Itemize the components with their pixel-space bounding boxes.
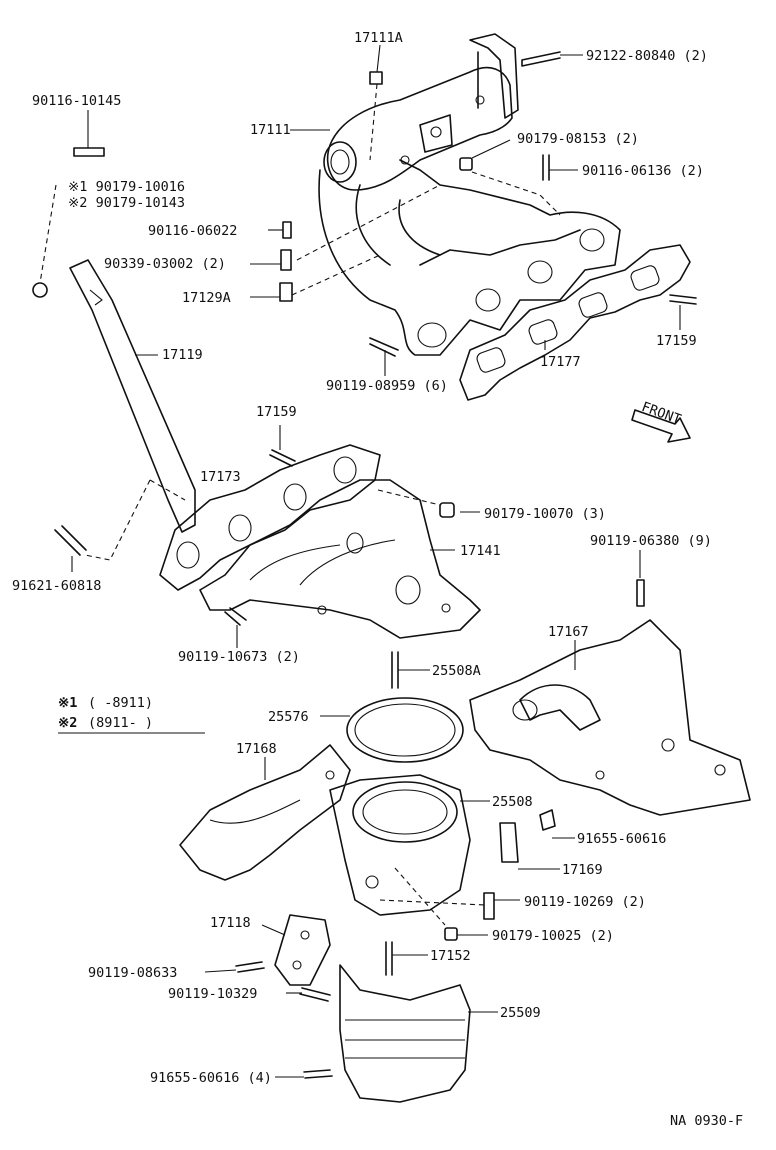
label-17169: 17169 (562, 862, 603, 878)
note-1-range: ( -8911) (88, 695, 153, 711)
label-17111a: 17111A (354, 30, 403, 46)
label-17167: 17167 (548, 624, 589, 640)
label-91655-60616: 91655-60616 (577, 831, 666, 847)
converter-25508 (329, 774, 556, 976)
label-25509: 25509 (500, 1005, 541, 1021)
heat-insulator-upper (323, 33, 519, 191)
heat-insulator-17168 (179, 744, 351, 881)
label-90119-10329: 90119-10329 (168, 986, 257, 1002)
label-90179-10025: 90179-10025 (2) (492, 928, 614, 944)
bracket-17118 (235, 914, 331, 1002)
label-17177: 17177 (540, 354, 581, 370)
label-91621-60818: 91621-60818 (12, 578, 101, 594)
label-90119-10269: 90119-10269 (2) (524, 894, 646, 910)
label-90119-08959: 90119-08959 (6) (326, 378, 448, 394)
manifold-upper (318, 159, 621, 356)
callout-labels: 17111A 92122-80840 (2) 90116-10145 17111… (12, 30, 743, 1129)
label-17141: 17141 (460, 543, 501, 559)
label-17119: 17119 (162, 347, 203, 363)
label-91655-60616-4: 91655-60616 (4) (150, 1070, 272, 1086)
label-90179-10070: 90179-10070 (3) (484, 506, 606, 522)
heat-insulator-17167 (469, 579, 751, 816)
label-90119-06380: 90119-06380 (9) (590, 533, 712, 549)
label-90116-06136: 90116-06136 (2) (582, 163, 704, 179)
gasket-17177 (459, 244, 691, 401)
label-90119-08633: 90119-08633 (88, 965, 177, 981)
label-25508: 25508 (492, 794, 533, 810)
diagram-code: NA 0930-F (670, 1113, 743, 1129)
label-17111: 17111 (250, 122, 291, 138)
note-2-mark: ※2 (58, 715, 77, 731)
label-90116-10145: 90116-10145 (32, 93, 121, 109)
note-2-range: (8911- ) (88, 715, 153, 731)
label-17168: 17168 (236, 741, 277, 757)
label-90339-03002: 90339-03002 (2) (104, 256, 226, 272)
heat-insulator-25509 (303, 964, 471, 1103)
gasket-25576 (346, 651, 464, 763)
label-17159-top: 17159 (656, 333, 697, 349)
front-label: FRONT (639, 399, 683, 428)
label-92122-80840: 92122-80840 (2) (586, 48, 708, 64)
exhaust-manifold-17141 (54, 479, 481, 639)
label-90179-08153: 90179-08153 (2) (517, 131, 639, 147)
label-17129a: 17129A (182, 290, 231, 306)
label-17118: 17118 (210, 915, 251, 931)
fasteners-top (32, 51, 697, 357)
gasket-17173 (159, 444, 381, 591)
label-note2-90179-10143: ※2 90179-10143 (68, 195, 185, 211)
label-25508a: 25508A (432, 663, 481, 679)
label-note1-90179-10016: ※1 90179-10016 (68, 179, 185, 195)
label-17152: 17152 (430, 948, 471, 964)
label-17173: 17173 (200, 469, 241, 485)
note-1-mark: ※1 (58, 695, 77, 711)
front-direction-arrow (631, 409, 691, 443)
label-90119-10673: 90119-10673 (2) (178, 649, 300, 665)
label-90116-06022: 90116-06022 (148, 223, 237, 239)
manifold-stay-17119 (69, 259, 196, 533)
leader-lines (39, 44, 681, 1078)
label-25576: 25576 (268, 709, 309, 725)
label-17159-mid: 17159 (256, 404, 297, 420)
